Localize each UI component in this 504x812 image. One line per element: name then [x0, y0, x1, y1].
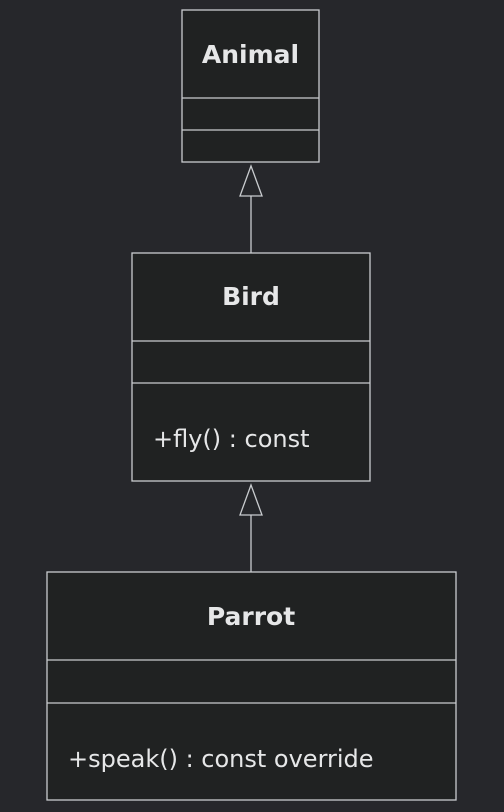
class-box — [46, 571, 457, 801]
class-name: Animal — [202, 40, 299, 69]
class-method: +fly() : const — [153, 425, 310, 453]
inheritance-arrowhead — [239, 164, 263, 197]
class-name: Bird — [222, 282, 280, 311]
class-animal[interactable]: Animal — [181, 9, 320, 163]
inheritance-arrowhead — [239, 483, 263, 516]
class-box — [181, 9, 320, 163]
class-parrot[interactable]: Parrot +speak() : const override — [46, 571, 457, 801]
class-method: +speak() : const override — [68, 745, 374, 773]
inheritance-edge-parrot-bird — [239, 483, 263, 572]
class-bird[interactable]: Bird +fly() : const — [131, 252, 371, 482]
inheritance-edge-bird-animal — [239, 164, 263, 253]
class-name: Parrot — [207, 602, 295, 631]
class-box — [131, 252, 371, 482]
